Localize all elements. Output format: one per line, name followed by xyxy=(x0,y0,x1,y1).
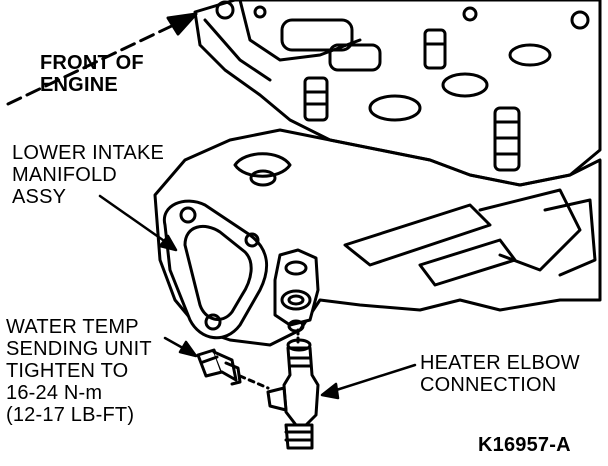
front-direction-arrow xyxy=(6,12,198,106)
water-temp-line-5: (12-17 LB-FT) xyxy=(6,404,135,426)
water-temp-line-3: TIGHTEN TO xyxy=(6,360,129,382)
thermostat-flange xyxy=(162,199,269,340)
heater-elbow-line-1: HEATER ELBOW xyxy=(420,352,580,374)
heater-outlet-boss xyxy=(273,248,320,333)
water-temp-line-1: WATER TEMP xyxy=(6,316,139,338)
heater-elbow-label: HEATER ELBOW CONNECTION xyxy=(420,352,580,396)
heater-elbow-line-2: CONNECTION xyxy=(420,374,557,396)
water-temp-label: WATER TEMP SENDING UNIT TIGHTEN TO 16-24… xyxy=(6,316,152,426)
front-of-engine-line-2: ENGINE xyxy=(40,74,118,96)
figure-id-text: K16957-A xyxy=(478,434,571,456)
lower-intake-manifold xyxy=(153,128,602,347)
water-temp-sending-unit xyxy=(196,348,270,390)
water-temp-line-4: 16-24 N-m xyxy=(6,382,103,404)
lower-intake-line-2: MANIFOLD xyxy=(12,164,117,186)
front-of-engine-label: FRONT OF ENGINE xyxy=(40,52,144,96)
leader-lines xyxy=(98,194,417,400)
water-temp-line-2: SENDING UNIT xyxy=(6,338,152,360)
figure-id-label: K16957-A xyxy=(478,434,571,456)
heater-elbow-fitting xyxy=(266,328,320,450)
lower-intake-line-1: LOWER INTAKE xyxy=(12,142,165,164)
front-of-engine-line-1: FRONT OF xyxy=(40,52,144,74)
lower-intake-line-3: ASSY xyxy=(12,186,67,208)
cylinder-head xyxy=(193,0,602,187)
lower-intake-label: LOWER INTAKE MANIFOLD ASSY xyxy=(12,142,164,208)
